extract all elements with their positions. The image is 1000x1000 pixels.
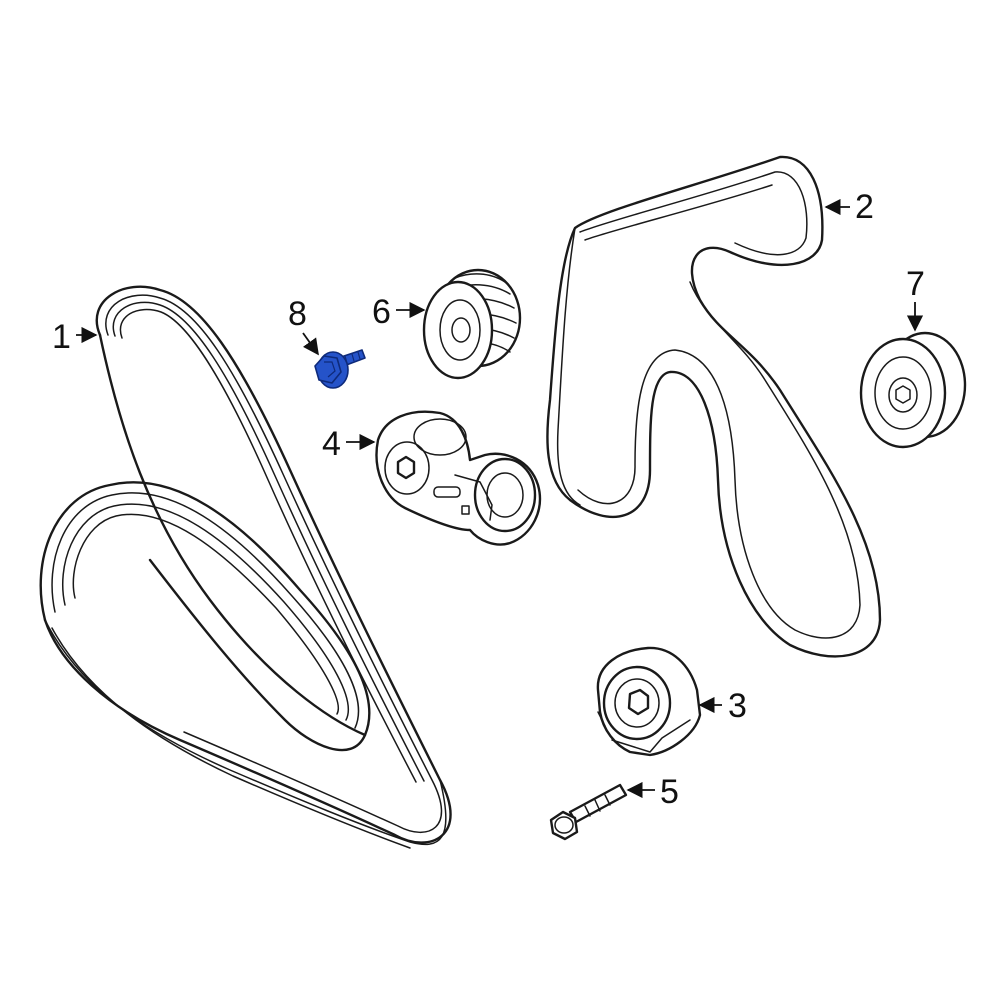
callout-1: 1 bbox=[52, 318, 98, 356]
callout-2: 2 bbox=[824, 188, 874, 226]
tensioner-part-4[interactable] bbox=[375, 410, 542, 546]
callout-4: 4 bbox=[322, 425, 376, 463]
bolt-part-5[interactable] bbox=[549, 783, 628, 841]
pulley-part-6[interactable] bbox=[422, 268, 522, 380]
drive-belt-part-2[interactable] bbox=[546, 155, 882, 658]
callout-8: 8 bbox=[288, 295, 319, 356]
drive-belt-part-1[interactable] bbox=[39, 285, 452, 849]
callout-number-8: 8 bbox=[288, 295, 307, 333]
callout-number-2: 2 bbox=[855, 188, 874, 226]
callout-number-1: 1 bbox=[52, 318, 71, 356]
callout-7: 7 bbox=[906, 265, 925, 332]
callout-5: 5 bbox=[626, 773, 679, 811]
bolt-part-8-highlighted[interactable] bbox=[314, 349, 366, 389]
callout-number-6: 6 bbox=[372, 293, 391, 331]
callout-number-4: 4 bbox=[322, 425, 341, 463]
callout-number-5: 5 bbox=[660, 773, 679, 811]
callout-6: 6 bbox=[372, 293, 426, 331]
pulley-part-7[interactable] bbox=[859, 331, 967, 449]
pulley-part-3[interactable] bbox=[596, 646, 702, 757]
callout-number-3: 3 bbox=[728, 687, 747, 725]
callout-3: 3 bbox=[698, 687, 747, 725]
callout-number-7: 7 bbox=[906, 265, 925, 303]
